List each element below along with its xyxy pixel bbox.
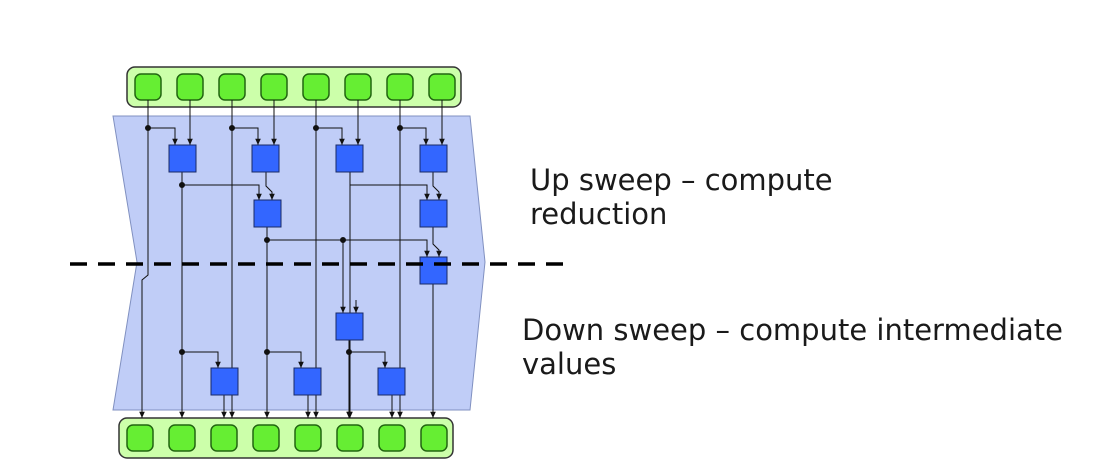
junction-dot bbox=[397, 125, 403, 131]
output-array bbox=[118, 417, 454, 459]
junction-dot bbox=[264, 349, 270, 355]
operation-node bbox=[293, 367, 322, 396]
wire bbox=[316, 127, 345, 145]
junction-dot bbox=[340, 237, 346, 243]
output-element bbox=[336, 424, 364, 452]
wire bbox=[350, 184, 430, 200]
operation-node bbox=[253, 199, 282, 228]
operation-nodes bbox=[168, 144, 448, 396]
operation-node bbox=[419, 199, 448, 228]
operation-node bbox=[419, 144, 448, 173]
junction-dot bbox=[179, 349, 185, 355]
junction-dot bbox=[145, 125, 151, 131]
operation-node bbox=[419, 256, 448, 285]
output-element bbox=[378, 424, 406, 452]
input-elements bbox=[134, 73, 456, 101]
junction-dot bbox=[264, 237, 270, 243]
operation-node bbox=[377, 367, 406, 396]
operation-node bbox=[335, 312, 364, 341]
input-element bbox=[176, 73, 204, 101]
output-element bbox=[168, 424, 196, 452]
junction-dot bbox=[313, 125, 319, 131]
wire bbox=[139, 100, 149, 418]
wire bbox=[349, 351, 388, 368]
output-element bbox=[294, 424, 322, 452]
wire bbox=[148, 127, 178, 145]
input-element bbox=[302, 73, 330, 101]
up-sweep-caption: Up sweep – compute reduction bbox=[530, 163, 833, 231]
junction-dot bbox=[346, 349, 352, 355]
input-element bbox=[134, 73, 162, 101]
wire bbox=[182, 351, 221, 368]
input-element bbox=[260, 73, 288, 101]
output-elements bbox=[126, 424, 448, 452]
operation-node bbox=[168, 144, 197, 173]
wire bbox=[432, 172, 442, 200]
wire bbox=[265, 172, 275, 200]
wire bbox=[267, 239, 430, 257]
wire bbox=[182, 184, 262, 200]
input-array bbox=[126, 66, 462, 108]
input-element bbox=[428, 73, 456, 101]
down-sweep-caption: Down sweep – compute intermediate values bbox=[522, 313, 1064, 381]
junction-dot bbox=[179, 182, 185, 188]
operation-node bbox=[335, 144, 364, 173]
output-element bbox=[420, 424, 448, 452]
input-element bbox=[218, 73, 246, 101]
operation-node bbox=[251, 144, 280, 173]
input-element bbox=[344, 73, 372, 101]
wire bbox=[400, 127, 429, 145]
output-element bbox=[252, 424, 280, 452]
wire bbox=[232, 127, 261, 145]
operation-node bbox=[210, 367, 239, 396]
dataflow-wires bbox=[139, 100, 445, 418]
output-element bbox=[126, 424, 154, 452]
wire bbox=[432, 227, 442, 257]
junction-dot bbox=[229, 125, 235, 131]
input-element bbox=[386, 73, 414, 101]
wire bbox=[267, 351, 304, 368]
output-element bbox=[210, 424, 238, 452]
